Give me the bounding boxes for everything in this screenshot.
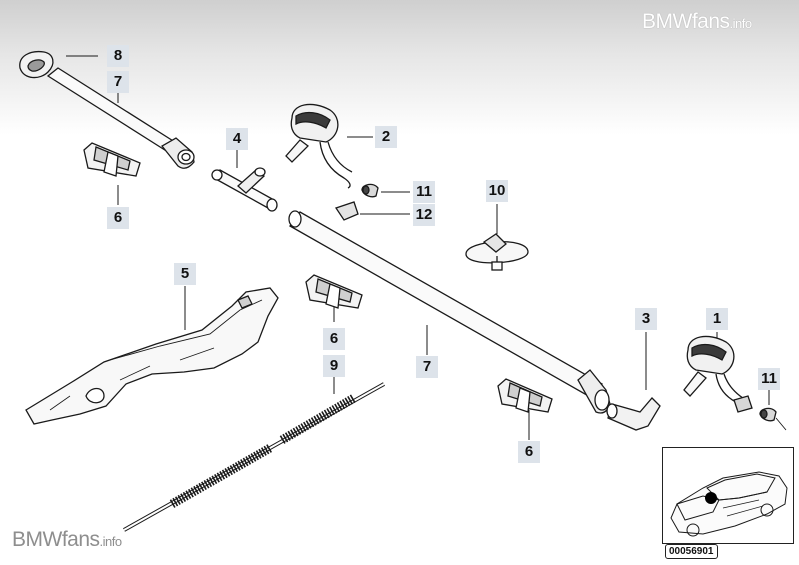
callout-7-main[interactable]: 7 bbox=[416, 356, 438, 378]
watermark-bottom: BMWfans.info bbox=[12, 528, 122, 552]
car-outline-icon bbox=[670, 471, 788, 537]
elbow-part bbox=[606, 397, 661, 431]
hose-main-part bbox=[288, 210, 611, 414]
watermark-top: BMWfans.info bbox=[642, 10, 752, 34]
callout-11-upper[interactable]: 11 bbox=[413, 181, 435, 203]
callout-6-middle[interactable]: 6 bbox=[323, 328, 345, 350]
callout-3[interactable]: 3 bbox=[635, 308, 657, 330]
vehicle-location-inset[interactable] bbox=[662, 447, 794, 544]
callout-6-lower[interactable]: 6 bbox=[518, 441, 540, 463]
callout-6-upper[interactable]: 6 bbox=[107, 207, 129, 229]
grommet-part bbox=[19, 50, 54, 79]
bracket-part bbox=[25, 287, 279, 425]
watermark-bottom-brand: BMWfans bbox=[12, 528, 100, 551]
connector-part-11a bbox=[361, 183, 379, 198]
callout-5[interactable]: 5 bbox=[174, 263, 196, 285]
watermark-top-brand: BMWfans bbox=[642, 10, 730, 33]
callout-10[interactable]: 10 bbox=[486, 180, 508, 202]
clip-part-12 bbox=[334, 201, 359, 221]
callout-9[interactable]: 9 bbox=[323, 355, 345, 377]
watermark-top-tld: .info bbox=[729, 16, 753, 31]
clip-part-a bbox=[83, 142, 141, 177]
callout-7-upper[interactable]: 7 bbox=[107, 71, 129, 93]
callout-4[interactable]: 4 bbox=[226, 128, 248, 150]
leader-lines bbox=[66, 55, 770, 440]
connector-part-11b bbox=[759, 407, 787, 431]
washer-jet-part-2 bbox=[285, 103, 353, 189]
location-dot-icon bbox=[705, 492, 717, 504]
callout-1[interactable]: 1 bbox=[706, 308, 728, 330]
callout-8[interactable]: 8 bbox=[107, 45, 129, 67]
hose-upper-part bbox=[46, 67, 195, 169]
spring-rod-part bbox=[123, 382, 385, 532]
t-piece-part bbox=[211, 167, 278, 212]
clip-part-b bbox=[305, 274, 363, 309]
washer-jet-part-1 bbox=[683, 335, 753, 413]
check-valve-part bbox=[465, 233, 529, 271]
callout-12[interactable]: 12 bbox=[413, 204, 435, 226]
diagram-id-label: 00056901 bbox=[665, 544, 718, 559]
clip-part-c bbox=[497, 378, 553, 413]
callout-2[interactable]: 2 bbox=[375, 126, 397, 148]
callout-11-right[interactable]: 11 bbox=[758, 368, 780, 390]
watermark-bottom-tld: .info bbox=[99, 534, 123, 549]
